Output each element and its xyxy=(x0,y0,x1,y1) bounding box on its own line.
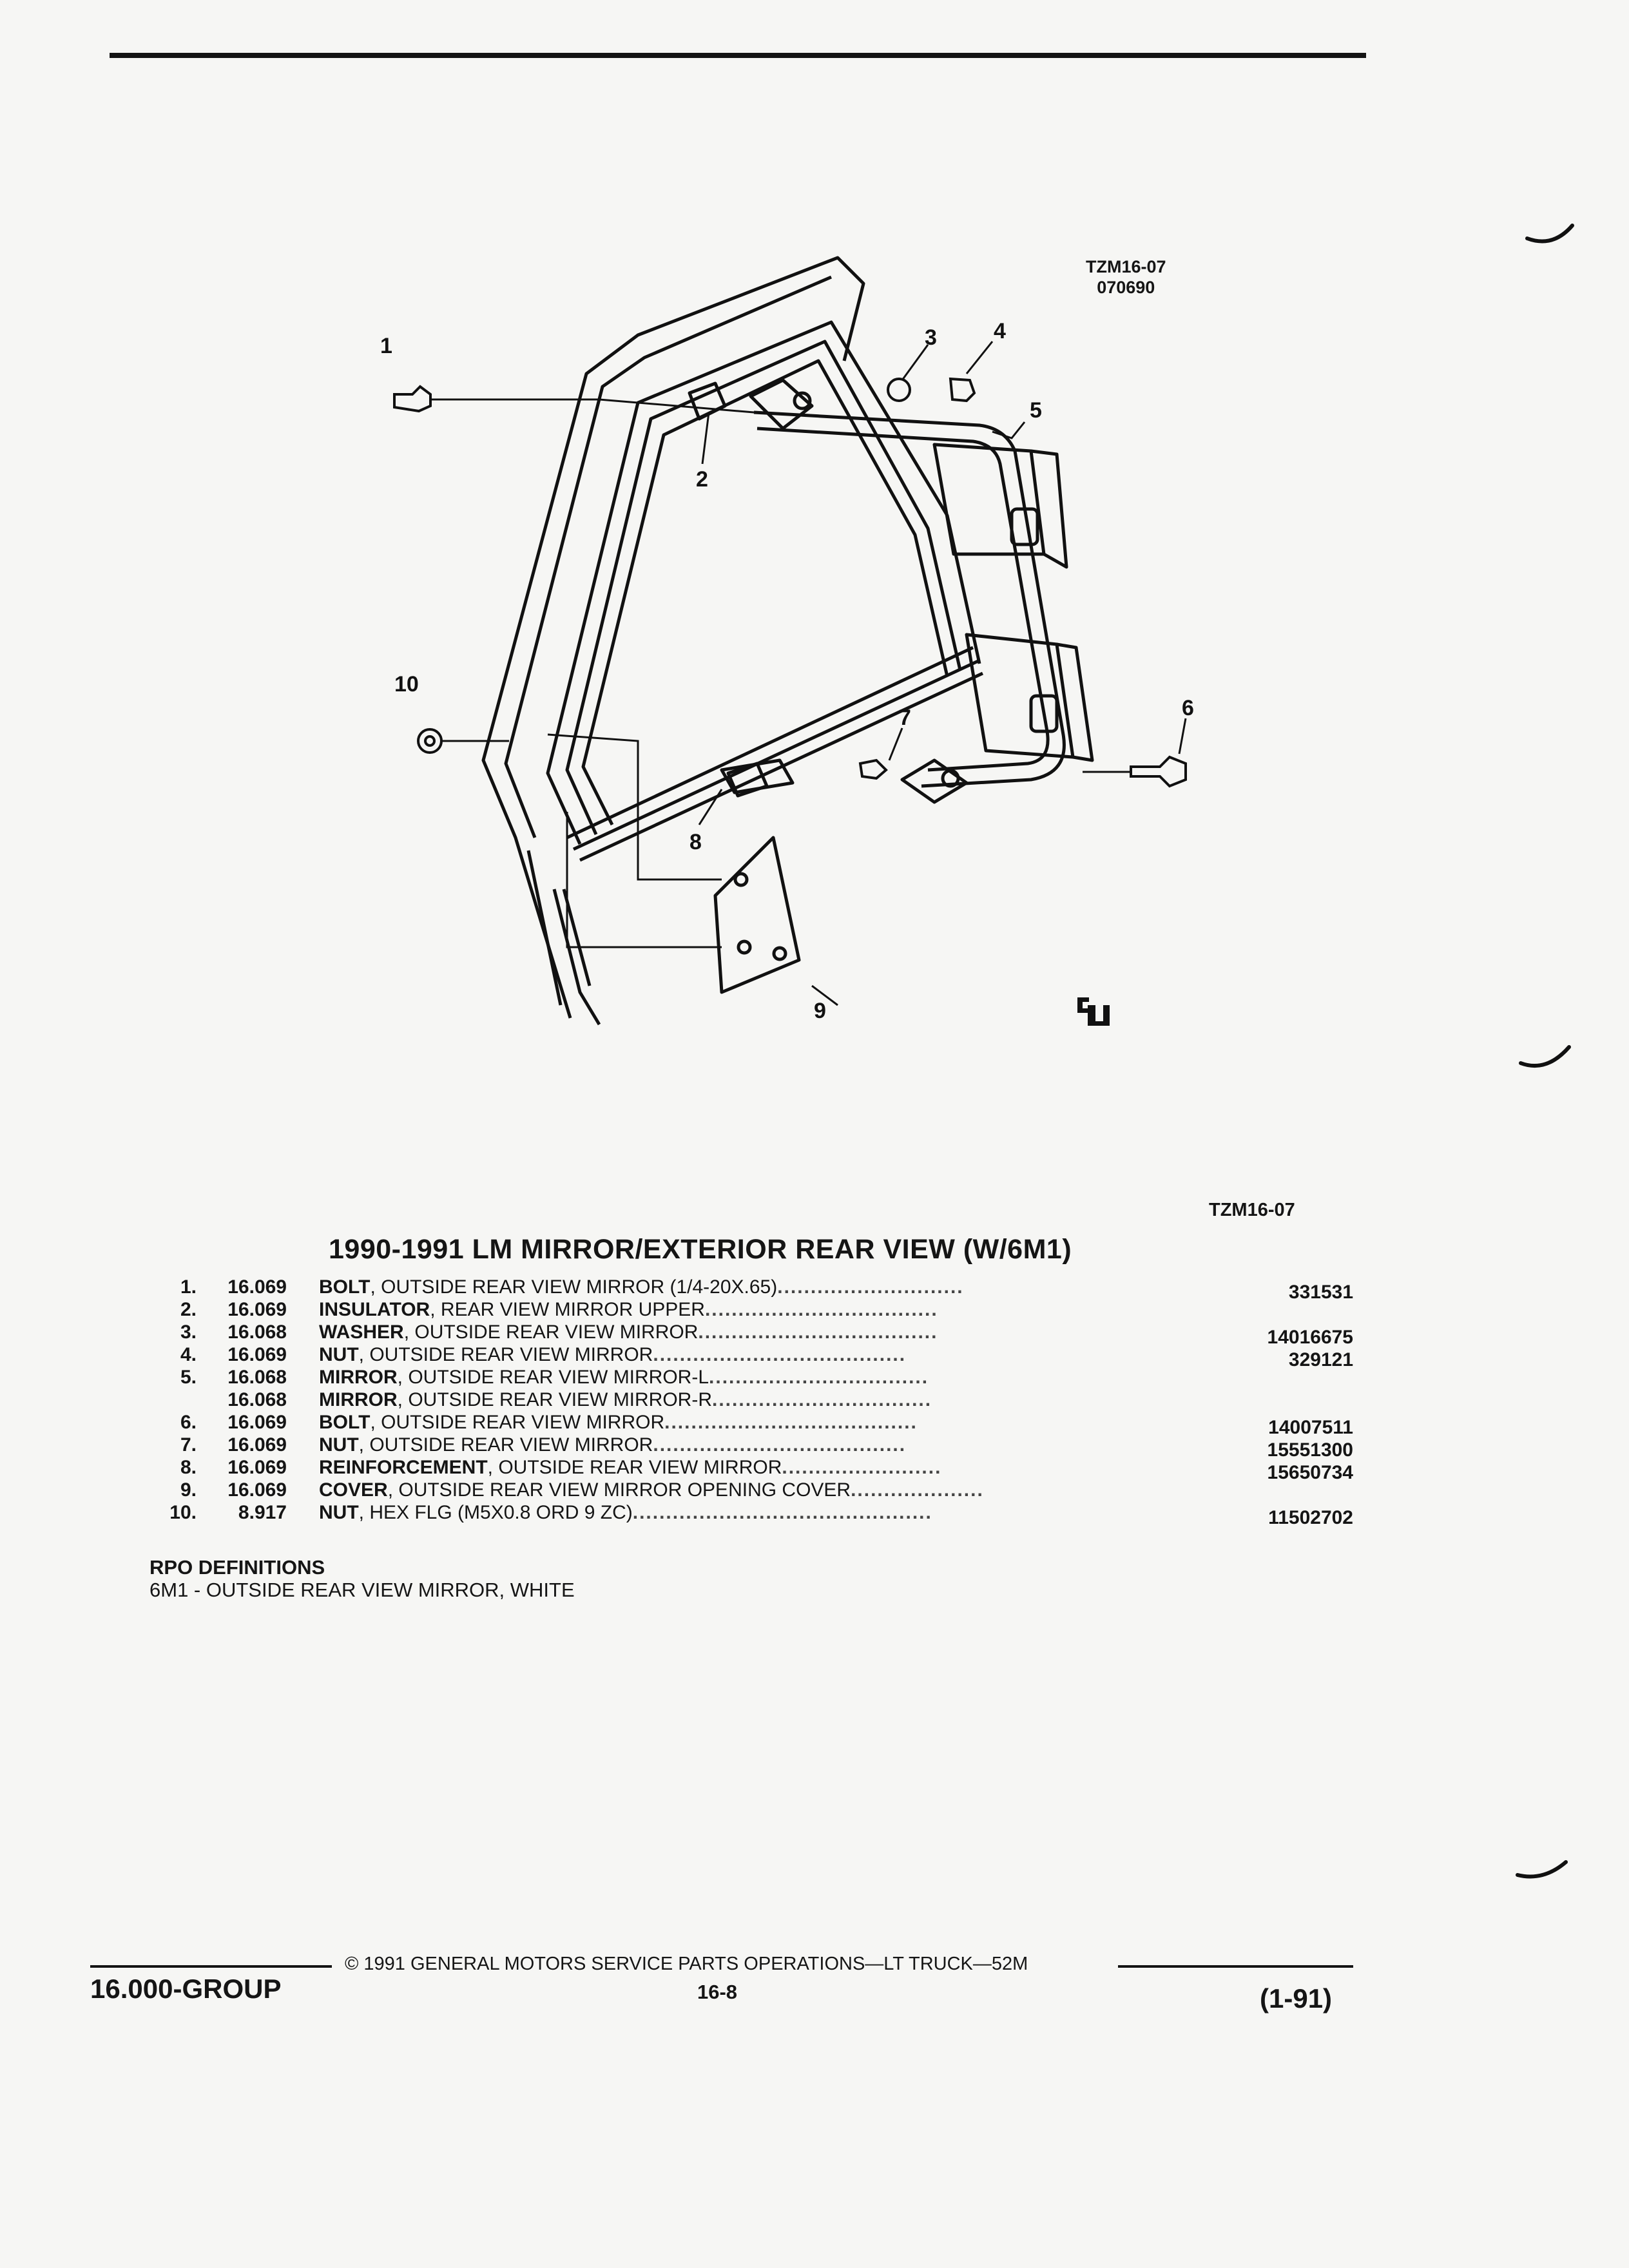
group-number: 8.917 xyxy=(238,1502,287,1523)
parts-row: 9. 16.069 COVER, OUTSIDE REAR VIEW MIRRO… xyxy=(148,1479,1373,1501)
callout-1: 1 xyxy=(380,334,392,358)
part-description: REINFORCEMENT, OUTSIDE REAR VIEW MIRROR.… xyxy=(319,1457,942,1478)
parts-row: 16.068 MIRROR, OUTSIDE REAR VIEW MIRROR-… xyxy=(148,1389,1373,1411)
item-number: 7. xyxy=(180,1434,197,1456)
figure-reference: TZM16-07 xyxy=(1209,1200,1295,1220)
callout-3: 3 xyxy=(925,325,937,350)
callout-2: 2 xyxy=(696,467,708,492)
item-number: 10. xyxy=(169,1502,197,1523)
parts-row: 4. 16.069 NUT, OUTSIDE REAR VIEW MIRROR.… xyxy=(148,1343,1373,1370)
item-number: 9. xyxy=(180,1479,197,1501)
callout-10: 10 xyxy=(394,672,419,697)
figure-id-block: TZM16-07 070690 xyxy=(1086,256,1166,298)
binding-marks xyxy=(1516,224,1574,1879)
figure-id: TZM16-07 xyxy=(1086,257,1166,276)
callout-6: 6 xyxy=(1182,696,1194,720)
parts-row: 2. 16.069 INSULATOR, REAR VIEW MIRROR UP… xyxy=(148,1298,1373,1321)
part-number: 331531 xyxy=(1288,1282,1353,1303)
part-description: NUT, OUTSIDE REAR VIEW MIRROR...........… xyxy=(319,1434,907,1456)
part-number: 329121 xyxy=(1288,1349,1353,1370)
item-number: 6. xyxy=(180,1412,197,1433)
part-description: MIRROR, OUTSIDE REAR VIEW MIRROR-L......… xyxy=(319,1367,929,1388)
figure-date: 070690 xyxy=(1097,278,1155,297)
rpo-heading: RPO DEFINITIONS xyxy=(149,1556,325,1579)
footer-revision-date: (1-91) xyxy=(1260,1983,1333,2013)
group-number: 16.068 xyxy=(227,1367,287,1388)
callout-7: 7 xyxy=(899,706,911,730)
group-number: 16.069 xyxy=(227,1299,287,1320)
group-number: 16.069 xyxy=(227,1479,287,1501)
parts-row: 10. 8.917 NUT, HEX FLG (M5X0.8 ORD 9 ZC)… xyxy=(148,1501,1373,1528)
group-number: 16.069 xyxy=(227,1457,287,1478)
part-description: BOLT, OUTSIDE REAR VIEW MIRROR..........… xyxy=(319,1412,918,1433)
part-number: 11502702 xyxy=(1268,1507,1353,1528)
group-number: 16.069 xyxy=(227,1412,287,1433)
part-description: NUT, OUTSIDE REAR VIEW MIRROR...........… xyxy=(319,1344,907,1365)
item-number: 1. xyxy=(180,1276,197,1298)
callout-8: 8 xyxy=(689,830,702,854)
item-number: 5. xyxy=(180,1367,197,1388)
footer-copyright: © 1991 GENERAL MOTORS SERVICE PARTS OPER… xyxy=(345,1954,1028,1974)
part-number: 15551300 xyxy=(1267,1439,1353,1461)
part-number: 14007511 xyxy=(1268,1417,1353,1438)
part-description: WASHER, OUTSIDE REAR VIEW MIRROR........… xyxy=(319,1321,938,1343)
footer-rule-right xyxy=(1118,1965,1353,1968)
group-number: 16.068 xyxy=(227,1389,287,1410)
footer-group: 16.000-GROUP xyxy=(90,1974,282,2004)
rpo-definition: 6M1 - OUTSIDE REAR VIEW MIRROR, WHITE xyxy=(149,1579,575,1601)
parts-row: 1. 16.069 BOLT, OUTSIDE REAR VIEW MIRROR… xyxy=(148,1276,1373,1303)
parts-row: 5. 16.068 MIRROR, OUTSIDE REAR VIEW MIRR… xyxy=(148,1366,1373,1389)
item-number: 4. xyxy=(180,1344,197,1365)
parts-row: 7. 16.069 NUT, OUTSIDE REAR VIEW MIRROR.… xyxy=(148,1434,1373,1461)
group-number: 16.068 xyxy=(227,1321,287,1343)
callout-4: 4 xyxy=(994,319,1006,343)
part-description: MIRROR, OUTSIDE REAR VIEW MIRROR-R......… xyxy=(319,1389,932,1410)
callout-9: 9 xyxy=(814,999,826,1023)
part-description: NUT, HEX FLG (M5X0.8 ORD 9 ZC)..........… xyxy=(319,1502,932,1523)
parts-row: 6. 16.069 BOLT, OUTSIDE REAR VIEW MIRROR… xyxy=(148,1411,1373,1438)
top-rule xyxy=(110,53,1366,58)
leader-lines xyxy=(430,341,1187,1006)
footer-rule-left xyxy=(90,1965,332,1968)
page-number: 16-8 xyxy=(697,1981,738,2003)
group-number: 16.069 xyxy=(227,1344,287,1365)
item-number: 3. xyxy=(180,1321,197,1343)
gm-logo xyxy=(1077,997,1110,1026)
parts-row: 8. 16.069 REINFORCEMENT, OUTSIDE REAR VI… xyxy=(148,1456,1373,1483)
part-number: 14016675 xyxy=(1267,1327,1353,1348)
part-description: COVER, OUTSIDE REAR VIEW MIRROR OPENING … xyxy=(319,1479,984,1501)
page-title: 1990-1991 LM MIRROR/EXTERIOR REAR VIEW (… xyxy=(329,1234,1072,1265)
group-number: 16.069 xyxy=(227,1276,287,1298)
mirror-assembly xyxy=(688,378,1094,994)
item-number: 2. xyxy=(180,1299,197,1320)
item-number: 8. xyxy=(180,1457,197,1478)
part-description: BOLT, OUTSIDE REAR VIEW MIRROR (1/4-20X.… xyxy=(319,1276,964,1298)
parts-list: 1. 16.069 BOLT, OUTSIDE REAR VIEW MIRROR… xyxy=(148,1276,1373,1528)
callout-labels: 1 2 3 4 5 6 7 8 9 10 xyxy=(380,319,1194,1023)
part-description: INSULATOR, REAR VIEW MIRROR UPPER.......… xyxy=(319,1299,938,1320)
parts-row: 3. 16.068 WASHER, OUTSIDE REAR VIEW MIRR… xyxy=(148,1321,1373,1348)
group-number: 16.069 xyxy=(227,1434,287,1456)
part-number: 15650734 xyxy=(1267,1462,1353,1483)
callout-5: 5 xyxy=(1030,398,1042,423)
